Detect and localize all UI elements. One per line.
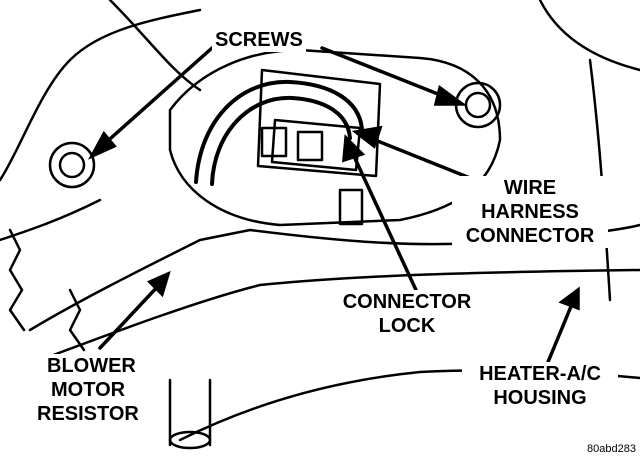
arrowhead-blower-resistor: [146, 270, 171, 298]
connector-tab: [338, 188, 364, 226]
connector-body: [256, 68, 382, 178]
housing-right-top: [538, 0, 640, 72]
label-connector-lock: CONNECTOR LOCK: [336, 290, 478, 338]
connector-terminal-1: [260, 126, 288, 158]
label-blower-motor-resistor-line3: RESISTOR: [37, 403, 139, 425]
connector-terminal-2: [296, 130, 324, 162]
label-wire-harness-connector-line2: HARNESS: [481, 201, 579, 223]
screw-right-inner: [464, 91, 492, 119]
label-screws: SCREWS: [212, 28, 306, 52]
label-wire-harness-connector: WIRE HARNESS CONNECTOR: [452, 176, 608, 248]
arrowhead-wire-harness: [351, 125, 383, 149]
arrowhead-screws-left: [87, 130, 117, 160]
screw-left: [48, 141, 96, 189]
arrowhead-screws-right: [433, 85, 468, 106]
label-connector-lock-line2: LOCK: [378, 315, 436, 337]
arrow-housing: [546, 302, 574, 364]
arrow-blower-resistor: [98, 282, 162, 350]
wire-harness: [194, 79, 364, 184]
resistor-fins-2: [68, 288, 86, 352]
arrow-screws-left: [100, 46, 214, 148]
label-blower-motor-resistor-line2: MOTOR: [51, 379, 126, 401]
label-wire-harness-connector-line3: CONNECTOR: [465, 225, 595, 247]
label-heater-ac-housing-line1: HEATER-A/C: [479, 363, 601, 385]
label-heater-ac-housing-line2: HOUSING: [493, 387, 587, 409]
mount-plate: [168, 48, 502, 227]
label-wire-harness-connector-line1: WIRE: [503, 177, 557, 199]
connector-inner: [270, 118, 362, 172]
arrow-connector-lock: [350, 150, 418, 292]
bottom-pipe: [168, 378, 212, 447]
figure-id: 80abd283: [587, 443, 636, 455]
label-blower-motor-resistor: BLOWER MOTOR RESISTOR: [34, 354, 142, 426]
label-connector-lock-line1: CONNECTOR: [342, 291, 472, 313]
arrow-screws-right: [320, 46, 450, 100]
label-screws-text: SCREWS: [215, 29, 303, 51]
duct-outline-left: [0, 8, 202, 182]
duct-curve-top: [108, 0, 202, 92]
screw-left-inner: [58, 151, 86, 179]
housing-lower-edge: [38, 268, 640, 362]
bottom-pipe-end: [168, 430, 212, 450]
arrowhead-housing: [558, 286, 580, 311]
wire-harness-2: [210, 95, 352, 186]
resistor-fins: [8, 228, 26, 332]
label-heater-ac-housing: HEATER-A/C HOUSING: [462, 362, 618, 410]
label-blower-motor-resistor-line1: BLOWER: [47, 355, 136, 377]
arrowhead-connector-lock: [342, 134, 366, 163]
duct-outline-left-2: [0, 198, 102, 242]
